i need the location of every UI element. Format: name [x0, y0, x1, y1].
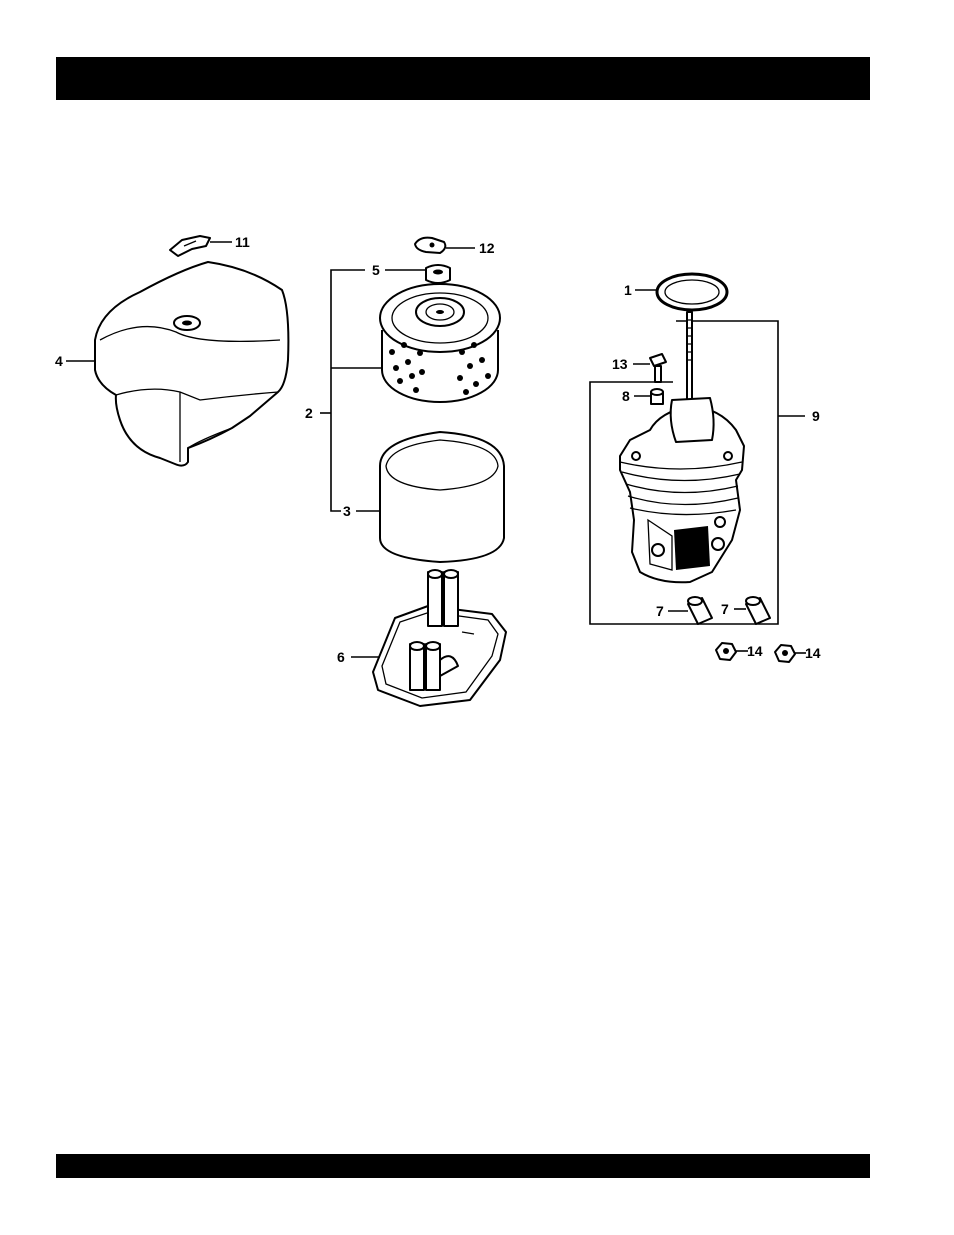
part-8-collar — [651, 389, 663, 404]
part-4-cover — [95, 262, 288, 466]
part-14-nut-a — [716, 643, 736, 660]
callout-9: 9 — [812, 408, 820, 424]
part-11-wing-nut — [170, 236, 210, 256]
callout-13: 13 — [612, 356, 628, 372]
callout-14b: 14 — [805, 645, 821, 661]
callout-5: 5 — [372, 262, 380, 278]
callout-1: 1 — [624, 282, 632, 298]
part-2-air-element — [380, 284, 500, 402]
callout-12: 12 — [479, 240, 495, 256]
bracket-2 — [331, 270, 365, 511]
callout-8: 8 — [622, 388, 630, 404]
part-12-wing-nut — [415, 238, 445, 253]
part-3-foam-filter — [380, 432, 504, 562]
callout-11: 11 — [235, 234, 250, 250]
part-6-base — [373, 570, 506, 706]
part-9-elbow — [620, 312, 744, 582]
part-7-pipe-b — [746, 597, 770, 624]
part-14-nut-b — [775, 645, 795, 662]
footer-bar — [56, 1154, 870, 1178]
part-1-gasket — [657, 274, 727, 310]
part-5-grommet — [426, 265, 450, 283]
callout-14a: 14 — [747, 643, 763, 659]
callout-6: 6 — [337, 649, 345, 665]
callout-2: 2 — [305, 405, 313, 421]
callout-4: 4 — [55, 353, 63, 369]
part-13-bolt — [650, 354, 666, 382]
callout-7a: 7 — [656, 603, 664, 619]
part-7-pipe-a — [688, 597, 712, 624]
callout-7b: 7 — [721, 601, 729, 617]
callout-3: 3 — [343, 503, 351, 519]
